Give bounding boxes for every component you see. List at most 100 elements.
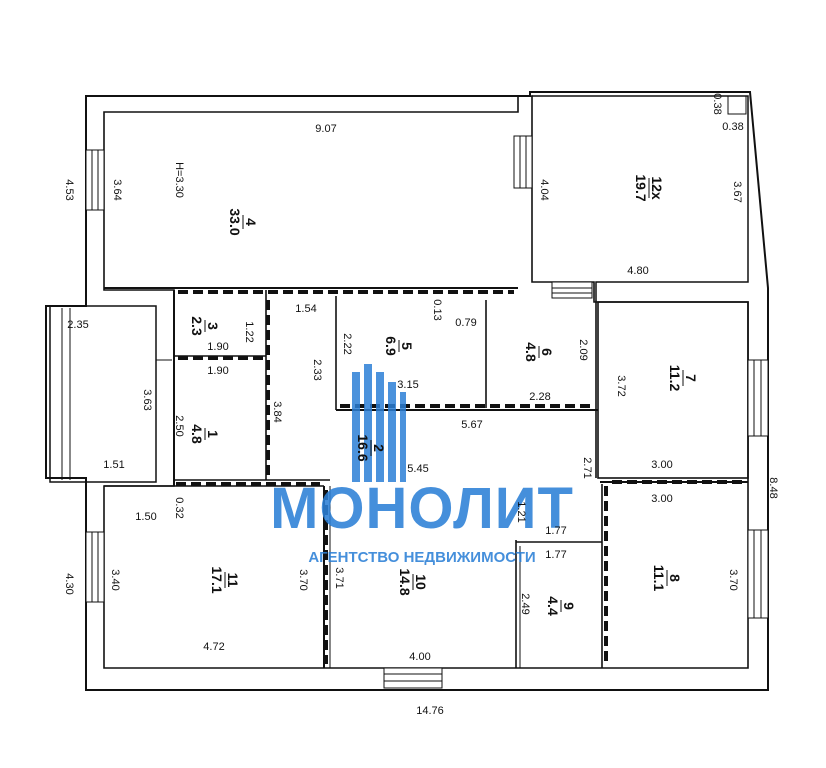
dim-label: 3.71 [333, 567, 345, 588]
room-10-label: 10 14.8 [397, 568, 429, 595]
svg-text:5: 5 [399, 342, 415, 350]
dim-label: 2.35 [67, 319, 88, 331]
dim-label: 5.67 [461, 419, 482, 431]
dim-label: 3.72 [615, 375, 627, 396]
svg-text:7: 7 [683, 374, 699, 382]
watermark-tagline: АГЕНТСТВО НЕДВИЖИМОСТИ [308, 549, 535, 566]
dim-label: 3.70 [727, 569, 739, 590]
watermark-brand: МОНОЛИТ [270, 476, 574, 541]
window-room-12x-bottom [551, 281, 593, 299]
svg-text:10: 10 [413, 574, 429, 590]
svg-text:3: 3 [205, 322, 221, 330]
walls [45, 91, 769, 691]
bay-area [49, 305, 157, 483]
dashed-partitions [176, 290, 744, 664]
dim-label: 1.77 [545, 525, 566, 537]
dim-label: 1.51 [103, 459, 124, 471]
svg-text:16.6: 16.6 [355, 434, 371, 461]
svg-text:4: 4 [243, 218, 259, 226]
dim-label: 1.54 [295, 303, 316, 315]
dim-label: 3.84 [271, 401, 283, 422]
room-4-label: 4 33.0 [227, 208, 259, 235]
room-2-label: 2 16.6 [355, 434, 387, 461]
dim-label: 4.80 [627, 265, 648, 277]
dim-label: 1.90 [207, 365, 228, 377]
dim-label: 2.33 [311, 359, 323, 380]
window-room-7 [747, 359, 769, 437]
room-3-label: 3 2.3 [189, 316, 221, 336]
dim-label: 0.38 [722, 121, 743, 133]
svg-text:11: 11 [225, 573, 241, 588]
dim-label: 3.40 [109, 569, 121, 590]
svg-text:6: 6 [539, 348, 555, 356]
room-1-label: 1 4.8 [189, 424, 221, 444]
dim-label: 14.76 [416, 705, 444, 717]
svg-text:6.9: 6.9 [383, 336, 399, 356]
dim-label: 1.50 [135, 511, 156, 523]
window-bottom [383, 667, 443, 689]
room-6-label: 6 4.8 [523, 342, 555, 362]
dim-label: 3.00 [651, 459, 672, 471]
dim-label: 1.77 [545, 549, 566, 561]
dim-label: 3.67 [731, 181, 743, 202]
room-8-label: 8 11.1 [651, 565, 683, 592]
window-room-8 [747, 529, 769, 619]
bay-window [61, 308, 71, 480]
dim-label: 3.15 [397, 379, 418, 391]
windows [61, 135, 769, 689]
dim-label: 3.63 [141, 389, 153, 410]
window-room-4-left [85, 149, 105, 211]
svg-text:2.3: 2.3 [189, 316, 205, 336]
svg-text:17.1: 17.1 [209, 566, 225, 593]
svg-text:14.8: 14.8 [397, 568, 413, 595]
window-room-4-right [513, 135, 533, 189]
room-5-label: 5 6.9 [383, 336, 415, 356]
svg-text:4.4: 4.4 [545, 596, 561, 616]
room-7-label: 7 11.2 [667, 365, 699, 392]
dim-label: 9.07 [315, 123, 336, 135]
svg-text:33.0: 33.0 [227, 208, 243, 235]
svg-text:12x: 12x [649, 176, 665, 200]
svg-text:9: 9 [561, 602, 577, 610]
dim-label: 2.71 [581, 457, 593, 478]
window-room-11 [85, 531, 105, 603]
svg-text:2: 2 [371, 444, 387, 452]
dim-label: 4.30 [63, 573, 75, 594]
svg-text:11.1: 11.1 [651, 565, 667, 592]
room-12x-label: 12x 19.7 [633, 174, 665, 201]
dim-label: 2.09 [577, 339, 589, 360]
dim-label: 2.22 [341, 333, 353, 354]
dim-label: H=3.30 [173, 162, 185, 198]
watermark: МОНОЛИТ АГЕНТСТВО НЕДВИЖИМОСТИ [270, 364, 574, 566]
svg-text:11.2: 11.2 [667, 365, 683, 392]
dim-label: 2.28 [529, 391, 550, 403]
dim-label: 4.00 [409, 651, 430, 663]
svg-text:4.8: 4.8 [189, 424, 205, 444]
room-9-label: 9 4.4 [545, 596, 577, 616]
corner-notch [727, 95, 747, 115]
dim-label: 4.72 [203, 641, 224, 653]
dim-label: 4.53 [63, 179, 75, 200]
dim-label: 1.22 [243, 321, 255, 342]
dim-label: 1.90 [207, 341, 228, 353]
dim-label: 0.38 [711, 93, 723, 114]
building-logo-icon [352, 364, 406, 482]
dim-label: 4.04 [538, 179, 550, 200]
dim-label: 0.32 [173, 497, 185, 518]
dim-label: 0.13 [431, 299, 443, 320]
dim-label: 3.70 [297, 569, 309, 590]
svg-text:4.8: 4.8 [523, 342, 539, 362]
dim-label: 1.21 [515, 501, 527, 522]
room-12x-walls [532, 95, 749, 300]
svg-text:8: 8 [667, 574, 683, 582]
dim-label: 0.79 [455, 317, 476, 329]
dim-label: 2.50 [173, 415, 185, 436]
room-labels: 4 33.0 12x 19.7 3 2.3 1 4.8 5 6.9 6 4.8 [189, 174, 699, 616]
dim-label: 3.00 [651, 493, 672, 505]
dimension-labels: 9.07 0.38 4.80 2.35 1.51 1.90 1.90 1.54 … [63, 93, 779, 717]
dim-label: 3.64 [111, 179, 123, 200]
dim-label: 5.45 [407, 463, 428, 475]
dim-label: 8.48 [767, 477, 779, 498]
svg-text:1: 1 [205, 430, 221, 438]
